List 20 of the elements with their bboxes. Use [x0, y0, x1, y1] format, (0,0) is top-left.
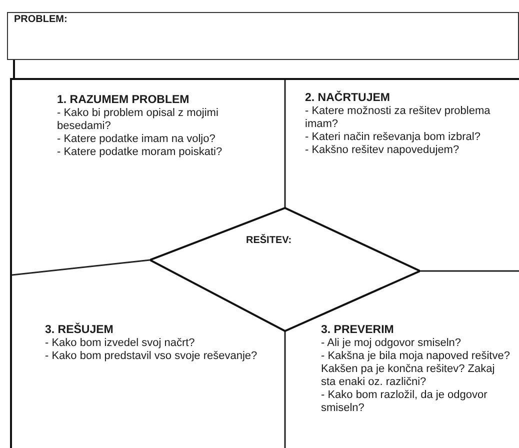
- question-text: - Kakšna je bila moja napoved rešitve? Kakšen pa je končna rešitev? Zakaj sta enaki oz. različni?: [321, 350, 511, 389]
- box-label: PROBLEM:: [14, 14, 68, 25]
- section-heading: 3. PREVERIM: [321, 324, 395, 337]
- question-text: - Kako bom razložil, da je odgovor smiseln?: [321, 389, 488, 415]
- question-text: - Kateri način reševanja bom izbral?: [305, 131, 482, 144]
- question-text: - Katere podatke imam na voljo?: [57, 133, 216, 146]
- question-text: - Katere možnosti za rešitev problema imam?: [305, 105, 492, 131]
- diamond-label: REŠITEV:: [246, 235, 292, 246]
- question-text: - Ali je moj odgovor smiseln?: [321, 337, 462, 350]
- worksheet-frame: [10, 78, 519, 448]
- question-text: - Kakšno rešitev napovedujem?: [305, 144, 460, 157]
- question-text: - Kako bom izvedel svoj načrt?: [45, 337, 196, 350]
- section-heading: 2. NAČRTUJEM: [305, 92, 391, 105]
- question-text: - Kako bi problem opisal z mojimi besedami?: [57, 107, 220, 133]
- question-text: - Katere podatke moram poiskati?: [57, 146, 224, 159]
- section-heading: 1. RAZUMEM PROBLEM: [57, 94, 190, 107]
- problem-box: [7, 12, 519, 60]
- connector-line: [13, 60, 15, 78]
- question-text: - Kako bom predstavil vso svoje reševanje?: [45, 350, 258, 363]
- section-heading: 3. REŠUJEM: [45, 324, 114, 337]
